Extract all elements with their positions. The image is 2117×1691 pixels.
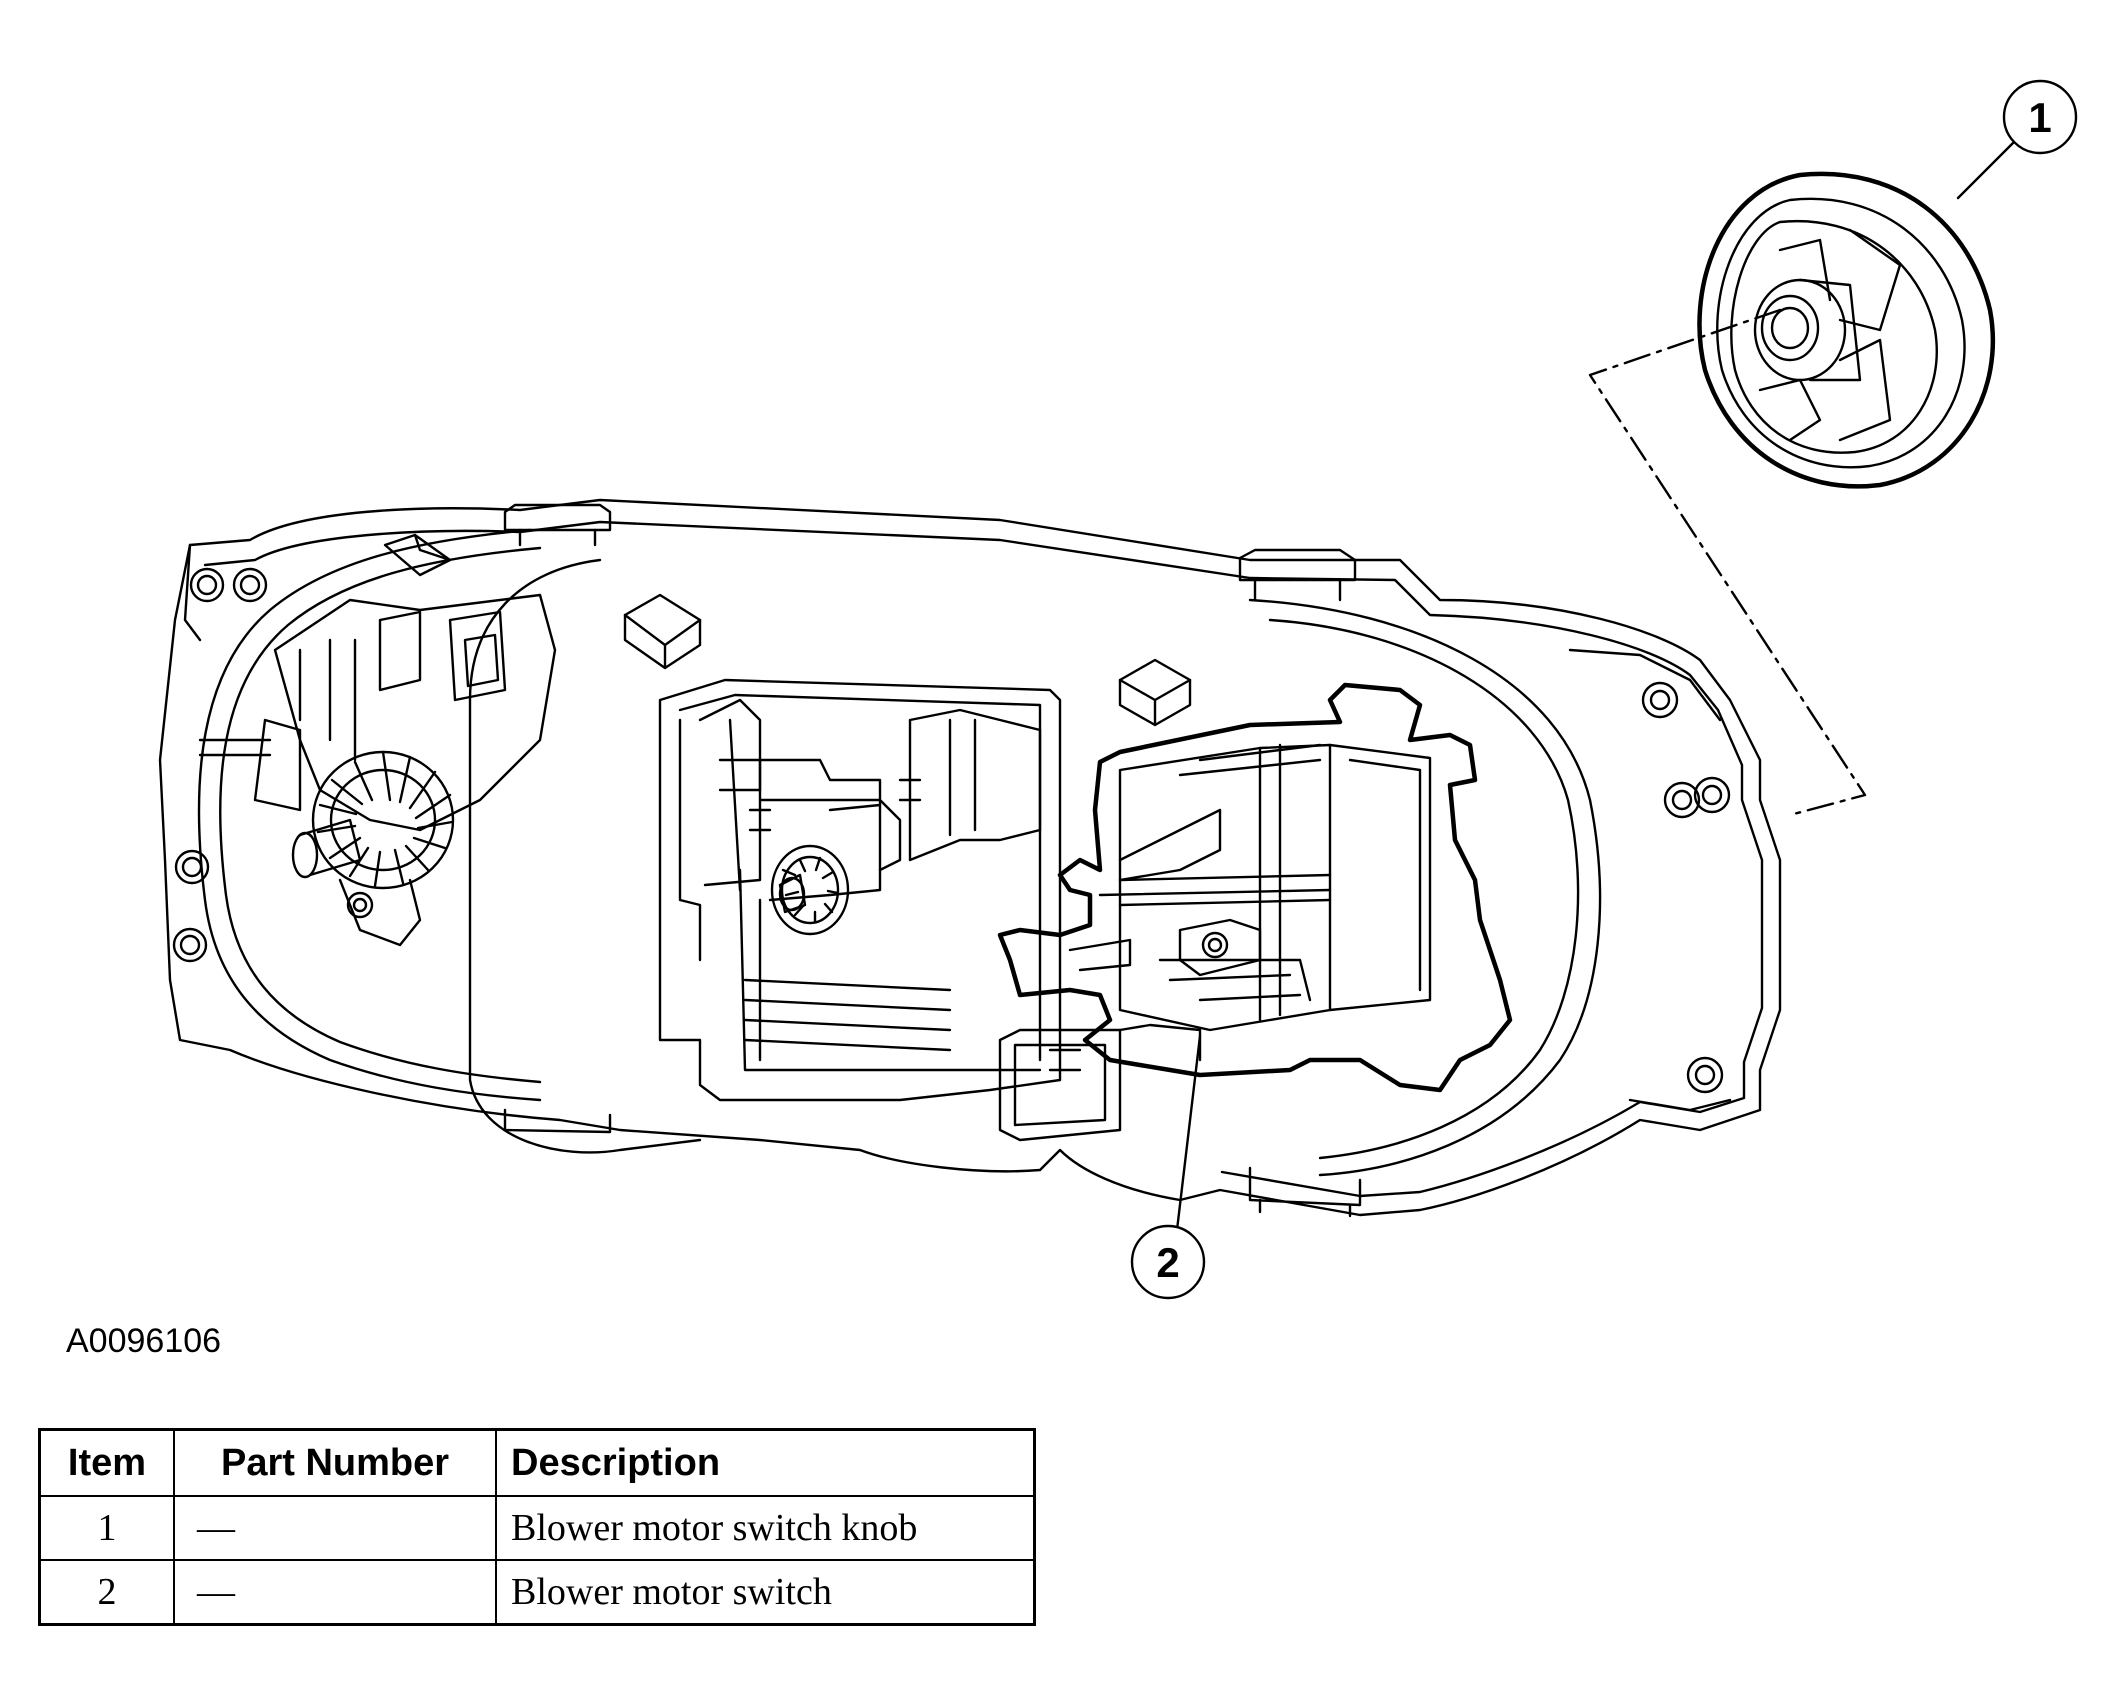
blower-motor-switch [997,682,1513,1142]
table-row: 2 — Blower motor switch [38,1559,1036,1626]
mounting-tabs [172,543,1732,1112]
header-item: Item [38,1428,175,1497]
cell-description: Blower motor switch knob [495,1495,1036,1561]
housing-clips [503,503,1362,1218]
blower-motor-switch-knob [1697,171,1996,489]
left-selector-assembly [198,533,557,947]
callout-1 [2002,79,2078,155]
callout-2 [1130,1224,1206,1300]
cell-description: Blower motor switch [495,1559,1036,1626]
indicator-blocks [623,593,1192,727]
header-part-number: Part Number [173,1428,497,1497]
callout-1-number: 1 [2028,94,2051,141]
table-row: 1 — Blower motor switch knob [38,1495,1036,1561]
callout-2-number: 2 [1156,1239,1179,1286]
temperature-control-assembly [658,678,1062,1102]
cell-item: 1 [38,1495,175,1561]
cell-part-number: — [173,1495,497,1561]
table-header-row: Item Part Number Description [38,1428,1036,1497]
figure-id: A0096106 [66,1322,222,1360]
parts-table: Item Part Number Description 1 — Blower … [38,1428,1036,1626]
exploded-view-path [1588,308,1867,817]
header-description: Description [495,1428,1036,1497]
leader-lines [1175,134,2022,1232]
cell-item: 2 [38,1559,175,1626]
control-head-housing [158,498,1782,1217]
cell-part-number: — [173,1559,497,1626]
